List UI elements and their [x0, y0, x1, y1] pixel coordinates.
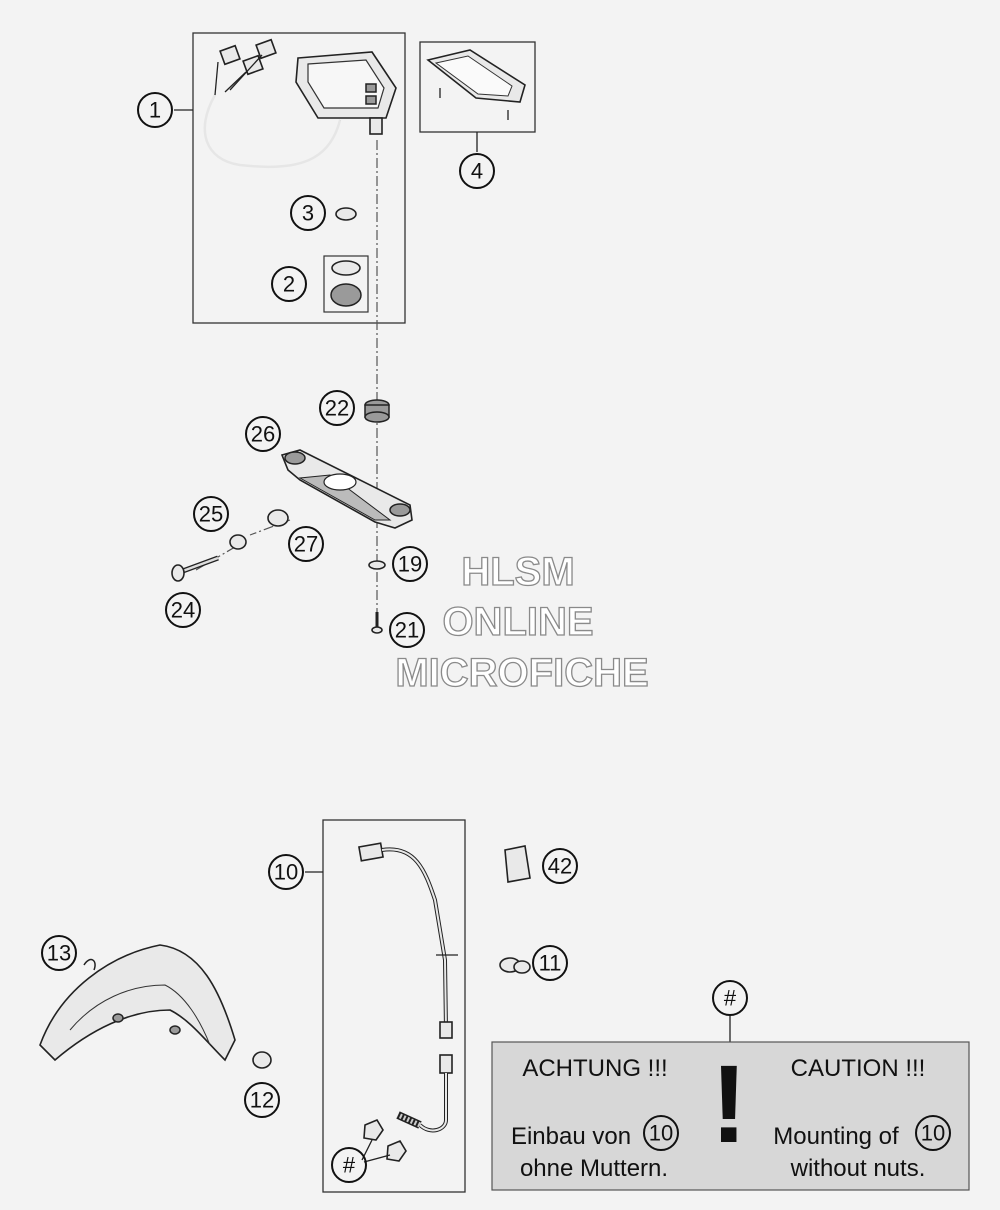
part-2-oring: [331, 260, 361, 276]
caution-ref-10-de: 10: [643, 1115, 679, 1151]
callout-13[interactable]: 13: [41, 935, 77, 971]
svg-text:2: 2: [283, 272, 295, 297]
caution-en-line2: without nuts.: [790, 1155, 926, 1182]
part-3-cap: [335, 207, 357, 221]
svg-text:3: 3: [302, 201, 314, 226]
group-10-frame: [322, 819, 466, 1193]
callout-25[interactable]: 25: [193, 496, 229, 532]
caution-de-line2: ohne Muttern.: [520, 1155, 668, 1182]
part-24-bolt: [171, 555, 219, 582]
svg-text:#: #: [343, 1153, 356, 1178]
svg-text:42: 42: [548, 854, 572, 879]
svg-text:22: 22: [325, 396, 349, 421]
callout-10[interactable]: 10: [268, 854, 304, 890]
svg-text:10: 10: [274, 860, 298, 885]
part-27-rubber: [267, 509, 289, 527]
svg-text:27: 27: [294, 532, 318, 557]
part-2-frame: [323, 255, 369, 313]
callout-21[interactable]: 21: [389, 612, 425, 648]
watermark-line1: HLSM: [461, 550, 574, 594]
callout-hash-top[interactable]: #: [712, 980, 748, 1016]
callout-3[interactable]: 3: [290, 195, 326, 231]
callout-22[interactable]: 22: [319, 390, 355, 426]
watermark: HLSM ONLINE MICROFICHE: [395, 549, 650, 695]
svg-text:1: 1: [149, 98, 161, 123]
svg-text:21: 21: [395, 618, 419, 643]
caution-box: [491, 1041, 970, 1191]
svg-text:#: #: [724, 986, 737, 1011]
part-21-screw: [371, 612, 383, 634]
part-11-cable-clip: [499, 957, 531, 974]
svg-text:19: 19: [398, 552, 422, 577]
callout-11[interactable]: 11: [532, 945, 568, 981]
svg-text:10: 10: [649, 1121, 673, 1146]
callout-12[interactable]: 12: [244, 1082, 280, 1118]
svg-text:24: 24: [171, 598, 195, 623]
part-12-spacer: [252, 1051, 272, 1069]
callout-26[interactable]: 26: [245, 416, 281, 452]
callout-42[interactable]: 42: [542, 848, 578, 884]
callout-27[interactable]: 27: [288, 526, 324, 562]
callout-24[interactable]: 24: [165, 592, 201, 628]
callouts: 1 4 3 2 22 26 25 27 19 24 21 10 42 13 11…: [41, 92, 951, 1183]
svg-text:12: 12: [250, 1088, 274, 1113]
caution-de-line1: Einbau von: [511, 1123, 631, 1150]
svg-text:13: 13: [47, 941, 71, 966]
group-1-frame: [192, 32, 406, 324]
watermark-line3: MICROFICHE: [395, 651, 648, 695]
caution-ref-10-en: 10: [915, 1115, 951, 1151]
part-10-sensor-cable: [358, 842, 458, 1133]
caution-en-line1: Mounting of: [773, 1123, 899, 1150]
caution-de-title: ACHTUNG !!!: [522, 1055, 667, 1082]
part-22-grommet: [364, 399, 390, 423]
part-25-sleeve: [229, 534, 247, 550]
svg-text:26: 26: [251, 422, 275, 447]
svg-text:4: 4: [471, 159, 483, 184]
nuts: [361, 1118, 407, 1163]
part-42-clip: [504, 845, 531, 883]
svg-text:11: 11: [539, 951, 562, 976]
brake-disc-guard: [39, 944, 236, 1062]
callout-1[interactable]: 1: [137, 92, 173, 128]
caution-exclamation: !: [711, 1043, 748, 1166]
callout-4[interactable]: 4: [459, 153, 495, 189]
callout-hash-bottom[interactable]: #: [331, 1147, 367, 1183]
callout-2[interactable]: 2: [271, 266, 307, 302]
svg-text:10: 10: [921, 1121, 945, 1146]
part-2-lid: [330, 283, 362, 307]
part-19-washer: [368, 560, 386, 570]
callout-19[interactable]: 19: [392, 546, 428, 582]
part-26-bracket: [280, 449, 413, 529]
caution-en-title: CAUTION !!!: [791, 1055, 926, 1082]
svg-text:25: 25: [199, 502, 223, 527]
watermark-line2: ONLINE: [442, 600, 593, 644]
speedometer-cover: [426, 49, 526, 120]
speedometer-unit: [203, 38, 397, 169]
